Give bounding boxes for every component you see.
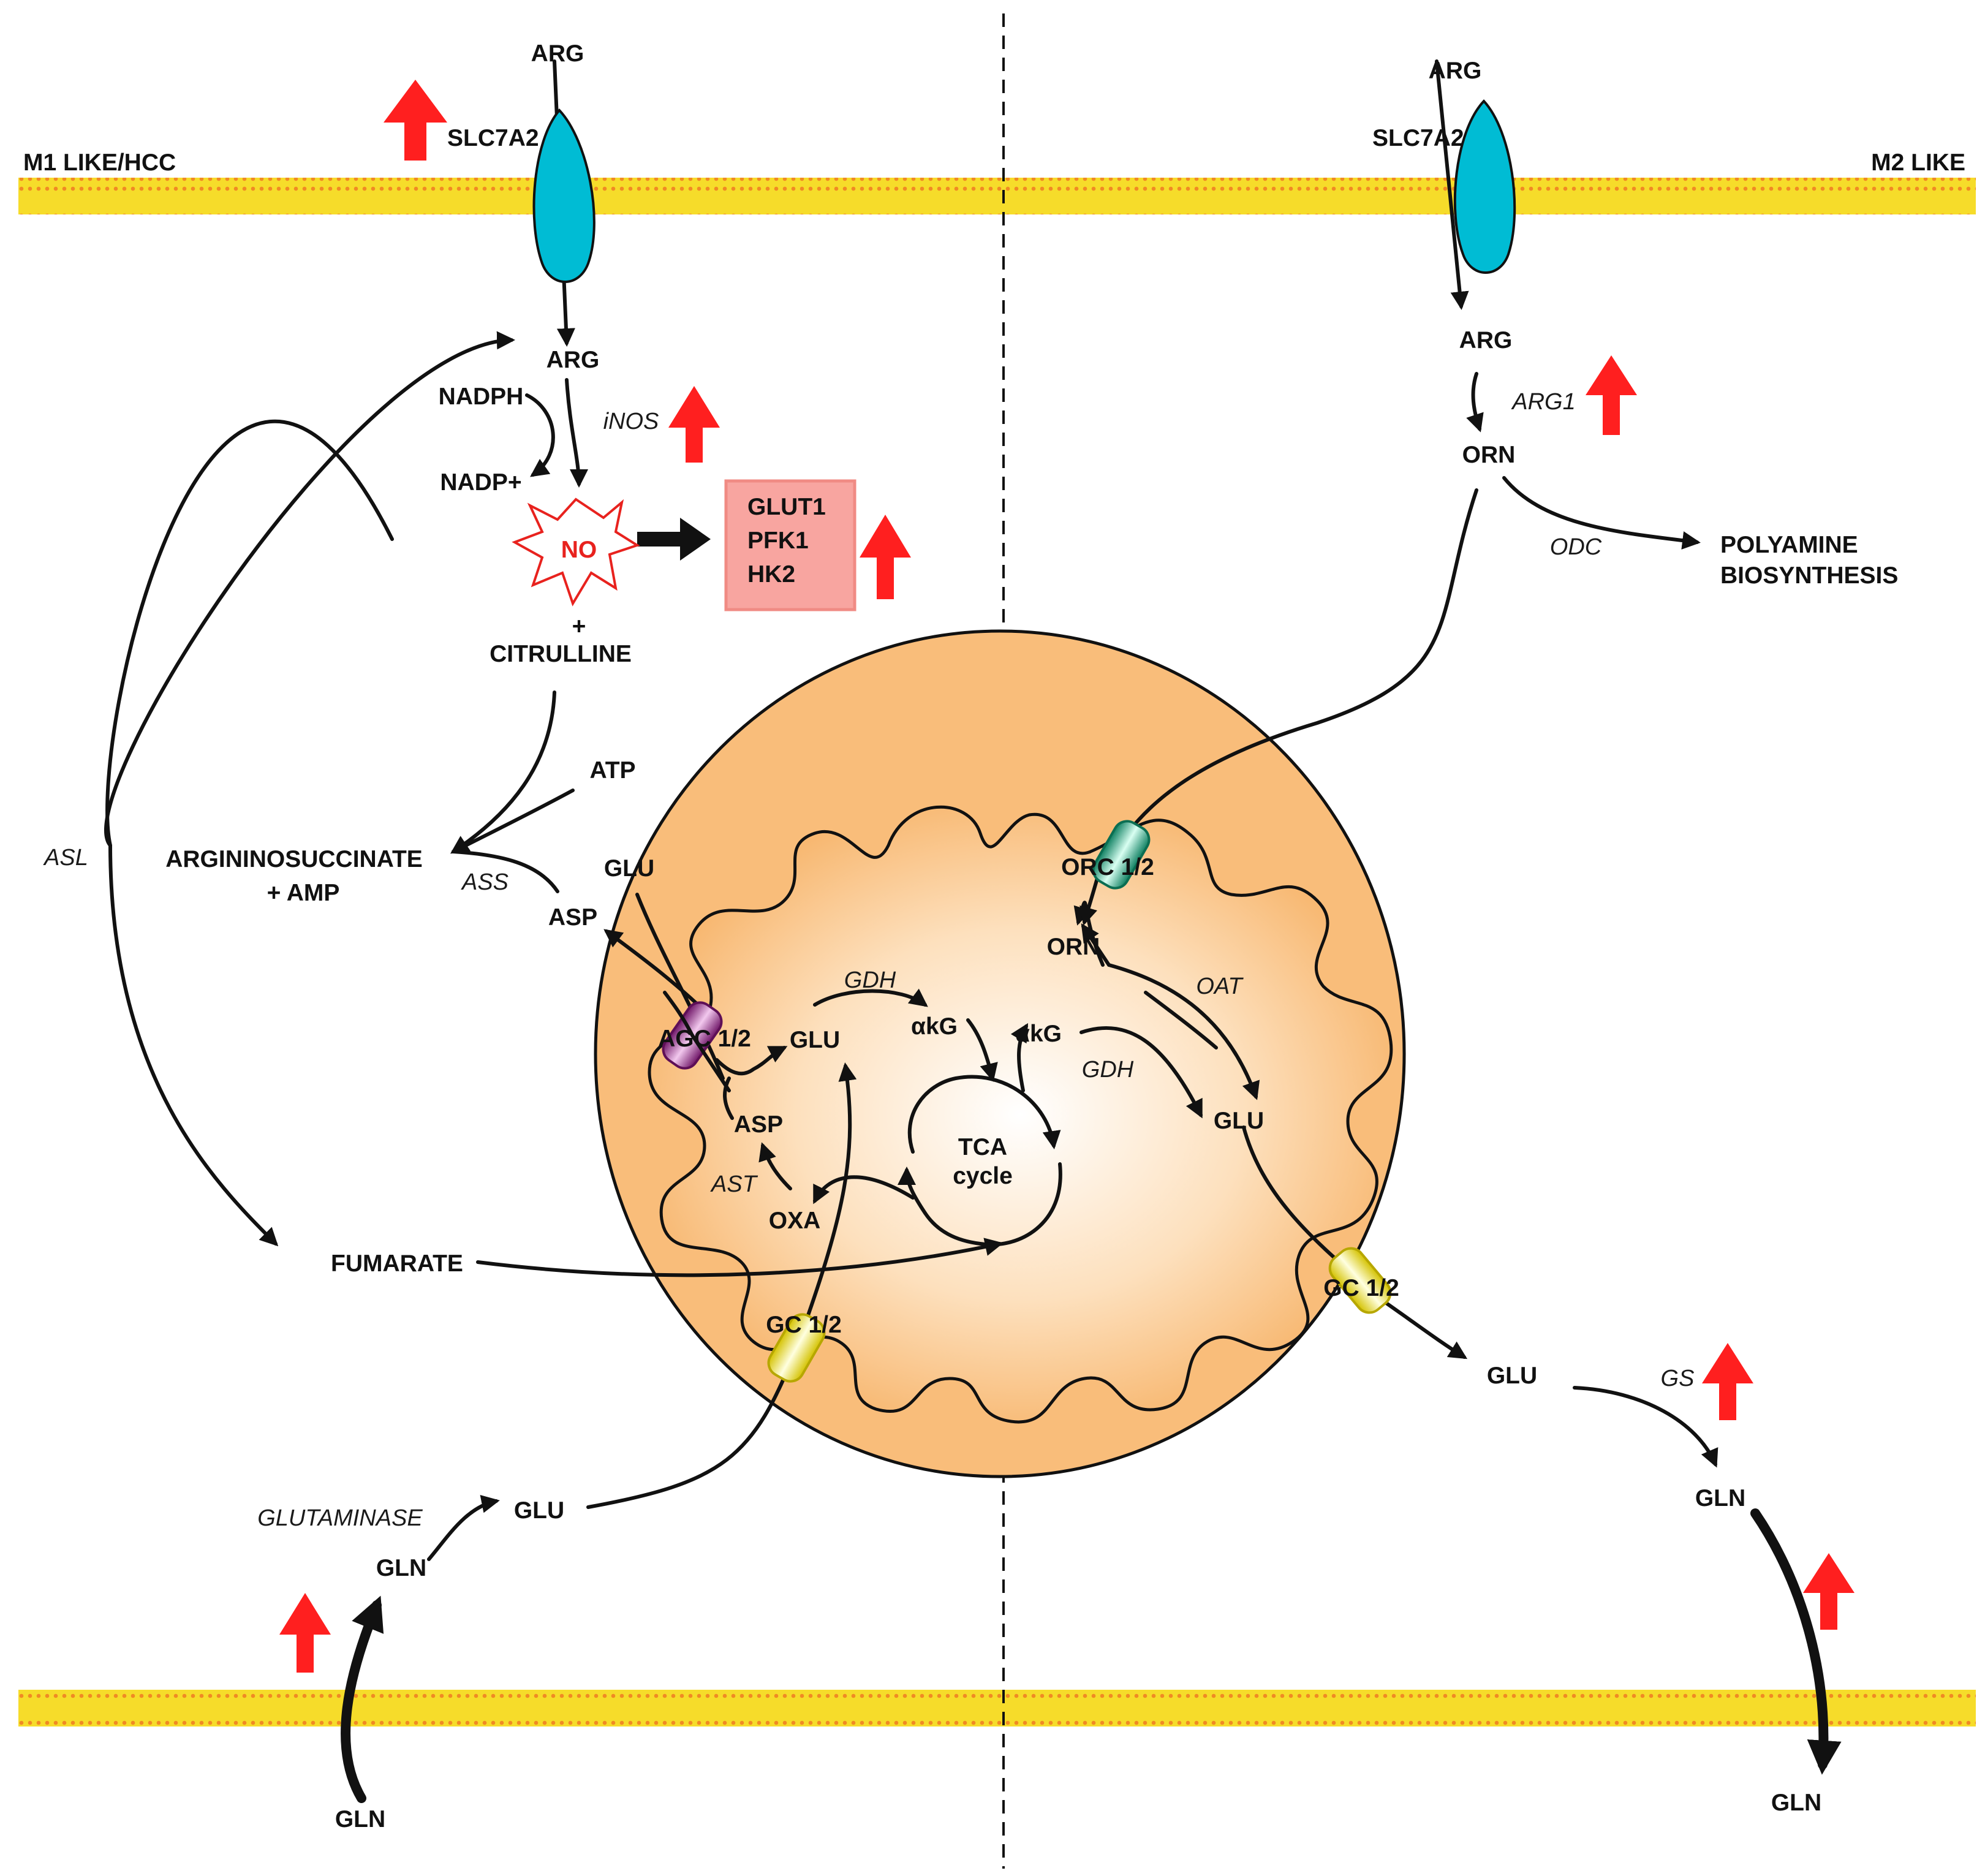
label-gdh-left: GDH [844, 967, 896, 993]
label-arg1: ARG1 [1511, 389, 1575, 415]
label-asl: ASL [43, 845, 88, 871]
up-arrow-arg1 [1586, 355, 1637, 435]
label-orc: ORC 1/2 [1061, 854, 1154, 880]
label-gdh-right: GDH [1082, 1057, 1134, 1083]
slc7a2-transporter-right [1453, 99, 1516, 274]
label-argininosuccinate: ARGININOSUCCINATE [165, 846, 423, 872]
label-ast: AST [710, 1171, 758, 1197]
up-arrow-gln-export [1803, 1553, 1855, 1630]
label-akg-left: αkG [911, 1013, 958, 1040]
gc-carrier-right [1328, 1247, 1392, 1314]
label-tca-1: TCA [958, 1134, 1007, 1160]
label-arg-in-right: ARG [1459, 327, 1513, 354]
up-arrow-slc7a2 [384, 80, 447, 161]
label-asp-mito: ASP [734, 1111, 783, 1138]
label-inos: iNOS [603, 409, 659, 434]
label-m1-like: M1 LIKE/HCC [23, 149, 176, 176]
label-citrulline: CITRULLINE [490, 641, 632, 667]
label-asp-top-left: ASP [548, 904, 597, 931]
label-pfk1: PFK1 [747, 528, 809, 554]
label-glu-mito-right: GLU [1214, 1108, 1264, 1134]
label-gln-out-left: GLN [335, 1806, 385, 1833]
no-to-glycolysis-arrow [637, 518, 711, 561]
label-odc: ODC [1550, 534, 1602, 560]
mitochondrion [594, 629, 1406, 1478]
label-orn-right: ORN [1462, 442, 1516, 468]
glycolysis-box [724, 479, 856, 611]
label-tca-2: cycle [953, 1163, 1013, 1189]
label-glutaminase: GLUTAMINASE [257, 1505, 423, 1531]
label-plus: + [572, 613, 586, 640]
label-arg-in-left: ARG [546, 347, 600, 373]
label-akg-right: αkG [1015, 1021, 1062, 1047]
label-agc: AGC 1/2 [658, 1026, 751, 1052]
label-amp: + AMP [267, 880, 340, 906]
label-glu-right: GLU [1487, 1363, 1537, 1389]
no-burst-icon [512, 497, 640, 607]
label-glu-mito-left: GLU [790, 1027, 840, 1053]
label-m2-like: M2 LIKE [1871, 149, 1965, 176]
label-nadph: NADPH [439, 384, 524, 410]
label-glu-bottom-left: GLU [514, 1497, 564, 1524]
label-no: NO [561, 537, 597, 563]
label-atp: ATP [589, 757, 635, 784]
label-hk2: HK2 [747, 561, 795, 588]
up-arrow-glycolysis [860, 515, 911, 599]
label-gs: GS [1661, 1366, 1695, 1391]
label-gc-right: GC 1/2 [1323, 1275, 1399, 1301]
label-glu-top-left: GLU [604, 855, 654, 882]
label-oxa: OXA [769, 1208, 821, 1234]
label-slc7a2-left: SLC7A2 [447, 125, 539, 151]
up-arrow-gln-import [279, 1593, 331, 1673]
label-oat: OAT [1196, 974, 1244, 999]
label-nadp: NADP+ [440, 469, 521, 496]
slc7a2-transporter-left [532, 108, 596, 283]
up-arrow-inos [668, 386, 720, 463]
label-ass: ASS [461, 869, 509, 895]
label-slc7a2-right: SLC7A2 [1372, 125, 1464, 151]
label-glut1: GLUT1 [747, 494, 826, 520]
label-gc-left: GC 1/2 [766, 1312, 842, 1338]
orc-carrier [1092, 820, 1151, 890]
label-fumarate: FUMARATE [331, 1250, 463, 1277]
label-biosynthesis: BIOSYNTHESIS [1720, 562, 1898, 589]
label-orn-mito: ORN [1047, 934, 1100, 960]
gc-carrier-left [767, 1313, 826, 1383]
label-gln-mid-left: GLN [376, 1555, 426, 1581]
bottom-membrane [18, 1690, 1976, 1727]
top-membrane [18, 178, 1976, 214]
label-gln-out-right: GLN [1771, 1790, 1821, 1816]
label-arg-out-right: ARG [1429, 58, 1482, 84]
up-arrow-gs [1702, 1343, 1753, 1420]
label-arg-out-left: ARG [531, 40, 584, 67]
label-polyamine: POLYAMINE [1720, 532, 1858, 558]
label-gln-mid-right: GLN [1695, 1485, 1745, 1511]
